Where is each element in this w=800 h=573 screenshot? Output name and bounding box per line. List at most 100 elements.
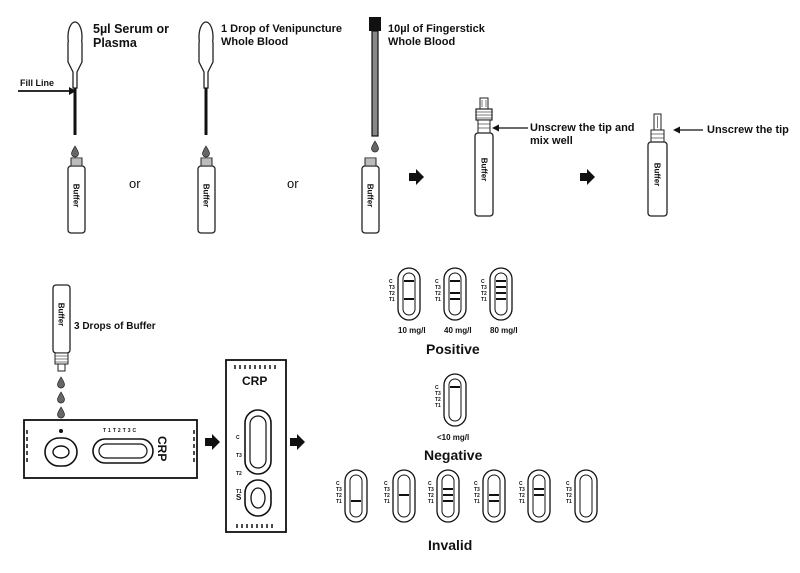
next-step-arrow xyxy=(409,169,424,185)
cassette-name-vertical: CRP xyxy=(242,374,268,388)
buffer-tube-label: Buffer xyxy=(652,162,662,187)
negative-heading: Negative xyxy=(424,447,483,463)
buffer-drop xyxy=(57,391,65,404)
sample-venous-label: 1 Drop of Venipuncture Whole Blood xyxy=(221,23,342,49)
next-step-arrow xyxy=(290,434,305,450)
test-cassette-horizontal xyxy=(23,419,198,479)
result-window-strip xyxy=(448,378,462,422)
window-mark-t3: T3 xyxy=(435,391,441,397)
unscrew-tip-label: Unscrew the tip xyxy=(707,124,789,136)
buffer-tube xyxy=(361,157,380,234)
window-mark-t3: T3 xyxy=(435,285,441,291)
positive-heading: Positive xyxy=(426,341,480,357)
drops-label: 3 Drops of Buffer xyxy=(74,321,156,332)
window-mark-t3: T3 xyxy=(566,487,572,493)
result-window-positive xyxy=(489,267,513,321)
window-mark-c: C xyxy=(519,481,523,487)
mark-t3: T3 xyxy=(122,428,133,434)
pointer-arrow xyxy=(492,124,528,132)
fill-line-arrow xyxy=(18,87,76,95)
mark-t2: T2 xyxy=(112,428,123,434)
window-mark-t2: T2 xyxy=(435,291,441,297)
sample-finger-label: 10µl of Fingerstick Whole Blood xyxy=(388,23,485,49)
window-mark-t3: T3 xyxy=(428,487,434,493)
mark-t3: T3 xyxy=(236,453,242,459)
window-mark-t2: T2 xyxy=(519,493,525,499)
sample-finger-line1: 10µl of Fingerstick xyxy=(388,23,485,35)
pipette-venous xyxy=(198,21,214,135)
window-mark-t2: T2 xyxy=(481,291,487,297)
pipette-serum xyxy=(67,21,83,135)
window-mark-c: C xyxy=(566,481,570,487)
window-mark-t1: T1 xyxy=(435,297,441,303)
cassette-sample-mark: S xyxy=(236,493,242,502)
mark-t1: T1 xyxy=(236,489,242,495)
buffer-tube-label: Buffer xyxy=(71,183,81,208)
window-mark-t2: T2 xyxy=(389,291,395,297)
window-mark-c: C xyxy=(389,279,393,285)
window-mark-t3: T3 xyxy=(519,487,525,493)
window-mark-t2: T2 xyxy=(435,397,441,403)
window-mark-t2: T2 xyxy=(566,493,572,499)
test-cassette-vertical xyxy=(225,359,287,533)
sample-drop xyxy=(371,140,379,153)
window-mark-t1: T1 xyxy=(481,297,487,303)
next-step-arrow xyxy=(580,169,595,185)
sample-venous-line2: Whole Blood xyxy=(221,36,289,48)
unscrew-mix-label: Unscrew the tip and mix well xyxy=(530,122,635,148)
buffer-tube-tip xyxy=(647,113,668,217)
window-mark-t2: T2 xyxy=(474,493,480,499)
window-mark-c: C xyxy=(428,481,432,487)
window-mark-c: C xyxy=(336,481,340,487)
or-separator: or xyxy=(287,176,299,191)
result-windows xyxy=(344,267,598,523)
capillary-fingerstick xyxy=(369,17,381,137)
window-mark-t2: T2 xyxy=(336,493,342,499)
fill-line-label: Fill Line xyxy=(20,78,55,88)
invalid-heading: Invalid xyxy=(428,537,473,553)
window-mark-t3: T3 xyxy=(384,487,390,493)
sample-drop xyxy=(71,145,79,158)
window-mark-t3: T3 xyxy=(474,487,480,493)
result-window-strip xyxy=(349,474,363,518)
result-window-positive xyxy=(397,267,421,321)
window-mark-t1: T1 xyxy=(428,499,434,505)
or-separator: or xyxy=(129,176,141,191)
window-mark-t2: T2 xyxy=(384,493,390,499)
sample-drop xyxy=(202,145,210,158)
mark-c: C xyxy=(132,428,139,434)
result-window-negative xyxy=(443,373,467,427)
window-mark-t1: T1 xyxy=(519,499,525,505)
result-window-invalid xyxy=(527,469,551,523)
cassette-name-horizontal: CRP xyxy=(155,436,169,462)
sample-serum-line2: Plasma xyxy=(93,36,137,50)
result-window-strip xyxy=(402,272,416,316)
result-window-invalid xyxy=(344,469,368,523)
unscrew-mix-line1: Unscrew the tip and xyxy=(530,122,635,134)
window-mark-t2: T2 xyxy=(428,493,434,499)
window-mark-t1: T1 xyxy=(435,403,441,409)
result-window-invalid xyxy=(392,469,416,523)
next-step-arrow xyxy=(205,434,220,450)
sample-serum-line1: 5µl Serum or xyxy=(93,22,169,36)
cassette-line-marks-horizontal: T1T2T3C xyxy=(103,428,138,434)
buffer-drop xyxy=(57,406,65,419)
buffer-tube-with-tip xyxy=(474,97,494,217)
sample-serum-label: 5µl Serum or Plasma xyxy=(93,22,169,50)
cassette-line-marks: C T3 T2 T1 xyxy=(236,423,242,501)
positive-label-10: 10 mg/l xyxy=(398,326,426,335)
buffer-tube xyxy=(67,157,86,234)
mark-t1: T1 xyxy=(103,428,113,434)
sample-venous-line1: 1 Drop of Venipuncture xyxy=(221,23,343,35)
window-mark-t3: T3 xyxy=(481,285,487,291)
mark-t2: T2 xyxy=(236,471,242,477)
window-mark-t1: T1 xyxy=(474,499,480,505)
